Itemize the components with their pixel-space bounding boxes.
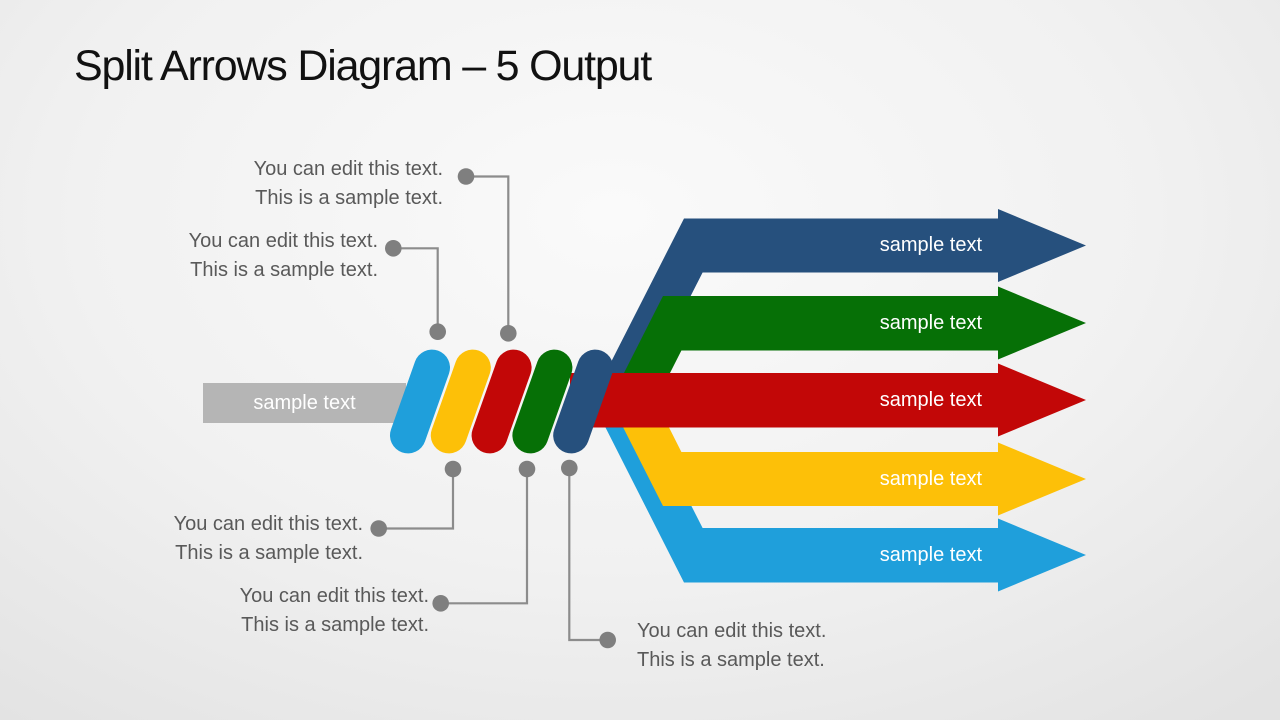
slide-title: Split Arrows Diagram – 5 Output xyxy=(74,42,652,90)
capsule-4-green xyxy=(512,349,573,454)
output-4-label: sample text xyxy=(879,468,982,490)
callout-5-line1: You can edit this text. xyxy=(637,620,827,642)
output-2-label: sample text xyxy=(879,312,982,334)
callout-2-text-dot xyxy=(385,240,402,257)
callout-3-connector xyxy=(378,469,455,530)
callout-3-end-dot xyxy=(444,460,462,478)
callout-3-text-dot xyxy=(370,520,388,537)
callout-2-line2: This is a sample text. xyxy=(190,258,378,281)
input-bar xyxy=(203,383,406,423)
output-3-label: sample text xyxy=(879,389,982,411)
callout-dots xyxy=(370,168,616,649)
capsule-2-yellow xyxy=(430,349,491,454)
capsule-1-light-blue xyxy=(389,349,451,454)
callout-4-text: You can edit this text. This is a sample… xyxy=(240,582,429,639)
callout-1-text: You can edit this text. This is a sample… xyxy=(254,155,443,212)
output-1-label: sample text xyxy=(879,234,982,256)
capsule-3-red xyxy=(471,349,532,454)
output-arrows xyxy=(570,209,1086,592)
arrow-output-2-green xyxy=(596,286,1086,427)
output-5-label: sample text xyxy=(879,544,982,566)
callout-5-line2: This is a sample text. xyxy=(637,648,825,671)
arrow-output-1-dark-blue xyxy=(578,209,1086,427)
callout-4-line1: You can edit this text. xyxy=(239,585,429,607)
arrow-output-4-yellow xyxy=(595,373,1086,516)
callout-5-text: You can edit this text. This is a sample… xyxy=(637,617,826,674)
callout-2-line1: You can edit this text. xyxy=(188,230,378,252)
callout-4-line2: This is a sample text. xyxy=(241,613,429,636)
callout-5-end-dot xyxy=(561,459,578,477)
callout-1-end-dot xyxy=(500,325,517,342)
callout-1-line2: This is a sample text. xyxy=(255,186,443,209)
callout-5-text-dot xyxy=(599,631,616,649)
arrow-output-3-red xyxy=(570,363,1086,437)
callout-2-connector xyxy=(393,247,439,332)
callout-4-text-dot xyxy=(432,595,450,612)
callout-4-connector xyxy=(440,469,529,605)
callout-1-connector xyxy=(466,175,510,334)
callout-1-text-dot xyxy=(457,168,475,185)
callout-4-end-dot xyxy=(518,460,536,478)
rope-capsules xyxy=(389,349,614,454)
callout-2-text: You can edit this text. This is a sample… xyxy=(189,227,378,284)
callout-5-connector xyxy=(568,468,608,642)
capsule-5-dark-blue xyxy=(553,349,614,454)
callout-connectors xyxy=(378,175,608,642)
input-bar-label: sample text xyxy=(253,392,356,414)
callout-3-line1: You can edit this text. xyxy=(173,513,363,535)
callout-3-text: You can edit this text. This is a sample… xyxy=(174,510,363,567)
arrow-output-5-light-blue xyxy=(577,373,1086,592)
callout-3-line2: This is a sample text. xyxy=(175,541,363,564)
callout-2-end-dot xyxy=(429,323,447,341)
callout-1-line1: You can edit this text. xyxy=(253,158,443,180)
